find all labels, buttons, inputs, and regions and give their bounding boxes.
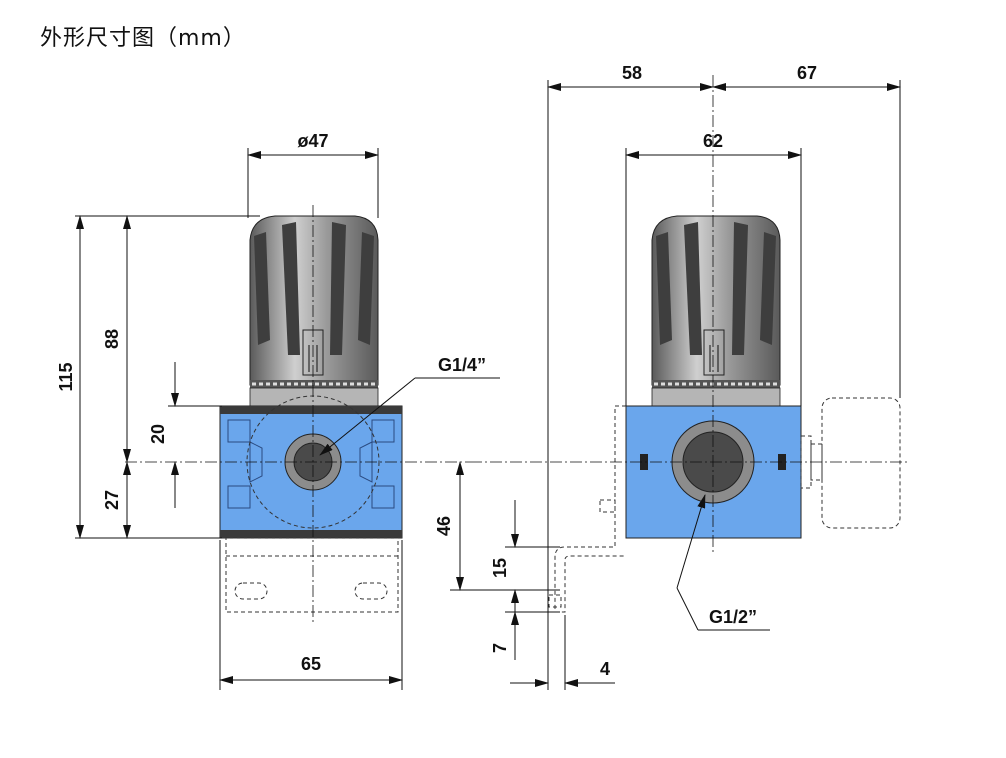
dim-bracket-thickness: 4 — [600, 659, 610, 679]
dim-body-width-side: 62 — [703, 131, 723, 151]
drawing-title: 外形尺寸图（mm） — [40, 26, 246, 51]
dim-body-lower: 27 — [102, 490, 122, 510]
dim-bracket-tab: 7 — [490, 643, 510, 653]
side-bracket — [548, 405, 626, 613]
front-knob — [249, 215, 379, 407]
dimension-lines — [75, 80, 901, 690]
dim-offset-left: 58 — [622, 63, 642, 83]
dim-knob-diameter: ø47 — [297, 131, 328, 151]
label-main-port: G1/2” — [709, 607, 757, 627]
dim-body-upper: 20 — [148, 424, 168, 444]
side-body — [625, 405, 802, 539]
dim-total-height: 115 — [56, 362, 76, 391]
label-gauge-port: G1/4” — [438, 355, 486, 375]
side-view — [470, 75, 910, 613]
side-knob — [651, 215, 781, 407]
side-gauge — [800, 397, 901, 529]
front-bracket — [225, 537, 399, 613]
dim-bracket-drop: 46 — [434, 516, 454, 536]
dim-knob-height: 88 — [102, 329, 122, 349]
front-body — [219, 395, 403, 539]
front-view — [125, 205, 470, 625]
dim-bracket-slot: 15 — [490, 558, 510, 578]
dim-bracket-width: 65 — [301, 654, 321, 674]
dim-offset-right: 67 — [797, 63, 817, 83]
